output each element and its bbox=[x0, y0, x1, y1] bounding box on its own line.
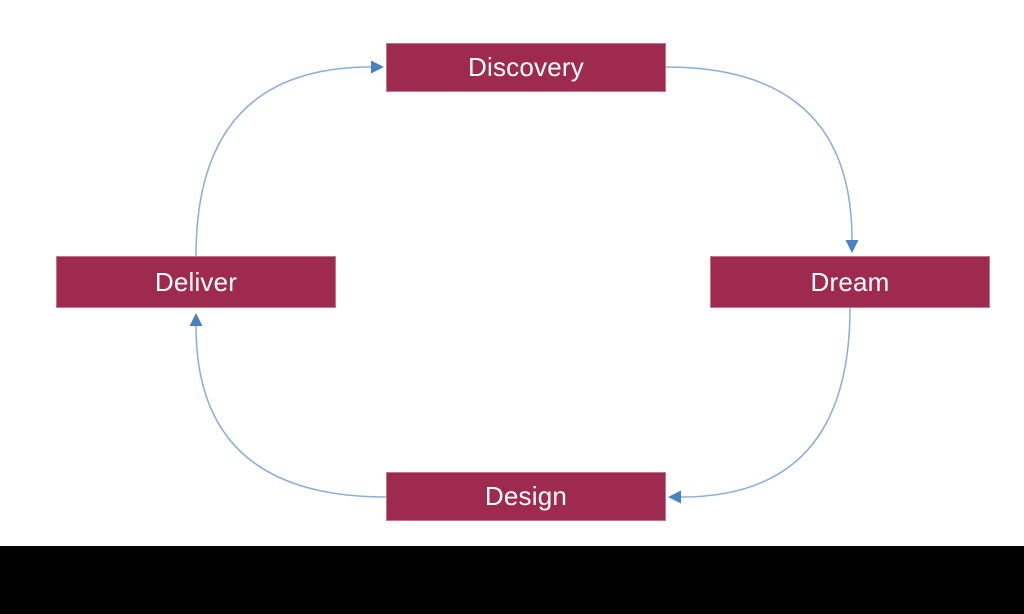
arrowhead-right-icon bbox=[371, 60, 384, 74]
node-dream: Dream bbox=[710, 256, 990, 308]
node-discovery-label: Discovery bbox=[468, 52, 584, 82]
arrowhead-up-icon bbox=[189, 313, 203, 326]
footer-bar bbox=[0, 546, 1024, 614]
arrowhead-down-icon bbox=[845, 240, 859, 253]
node-dream-label: Dream bbox=[810, 266, 890, 297]
arrow-dream-to-design bbox=[668, 307, 851, 504]
arrowhead-left-icon bbox=[668, 490, 681, 504]
node-design: Design bbox=[386, 472, 666, 521]
node-discovery: Discovery bbox=[386, 43, 666, 92]
node-deliver-label: Deliver bbox=[154, 266, 238, 297]
node-deliver: Deliver bbox=[56, 256, 336, 308]
arrow-discovery-to-dream bbox=[665, 66, 859, 253]
arrow-deliver-to-discovery bbox=[195, 60, 384, 257]
arrow-design-to-deliver bbox=[189, 313, 387, 498]
node-design-label: Design bbox=[484, 481, 568, 511]
